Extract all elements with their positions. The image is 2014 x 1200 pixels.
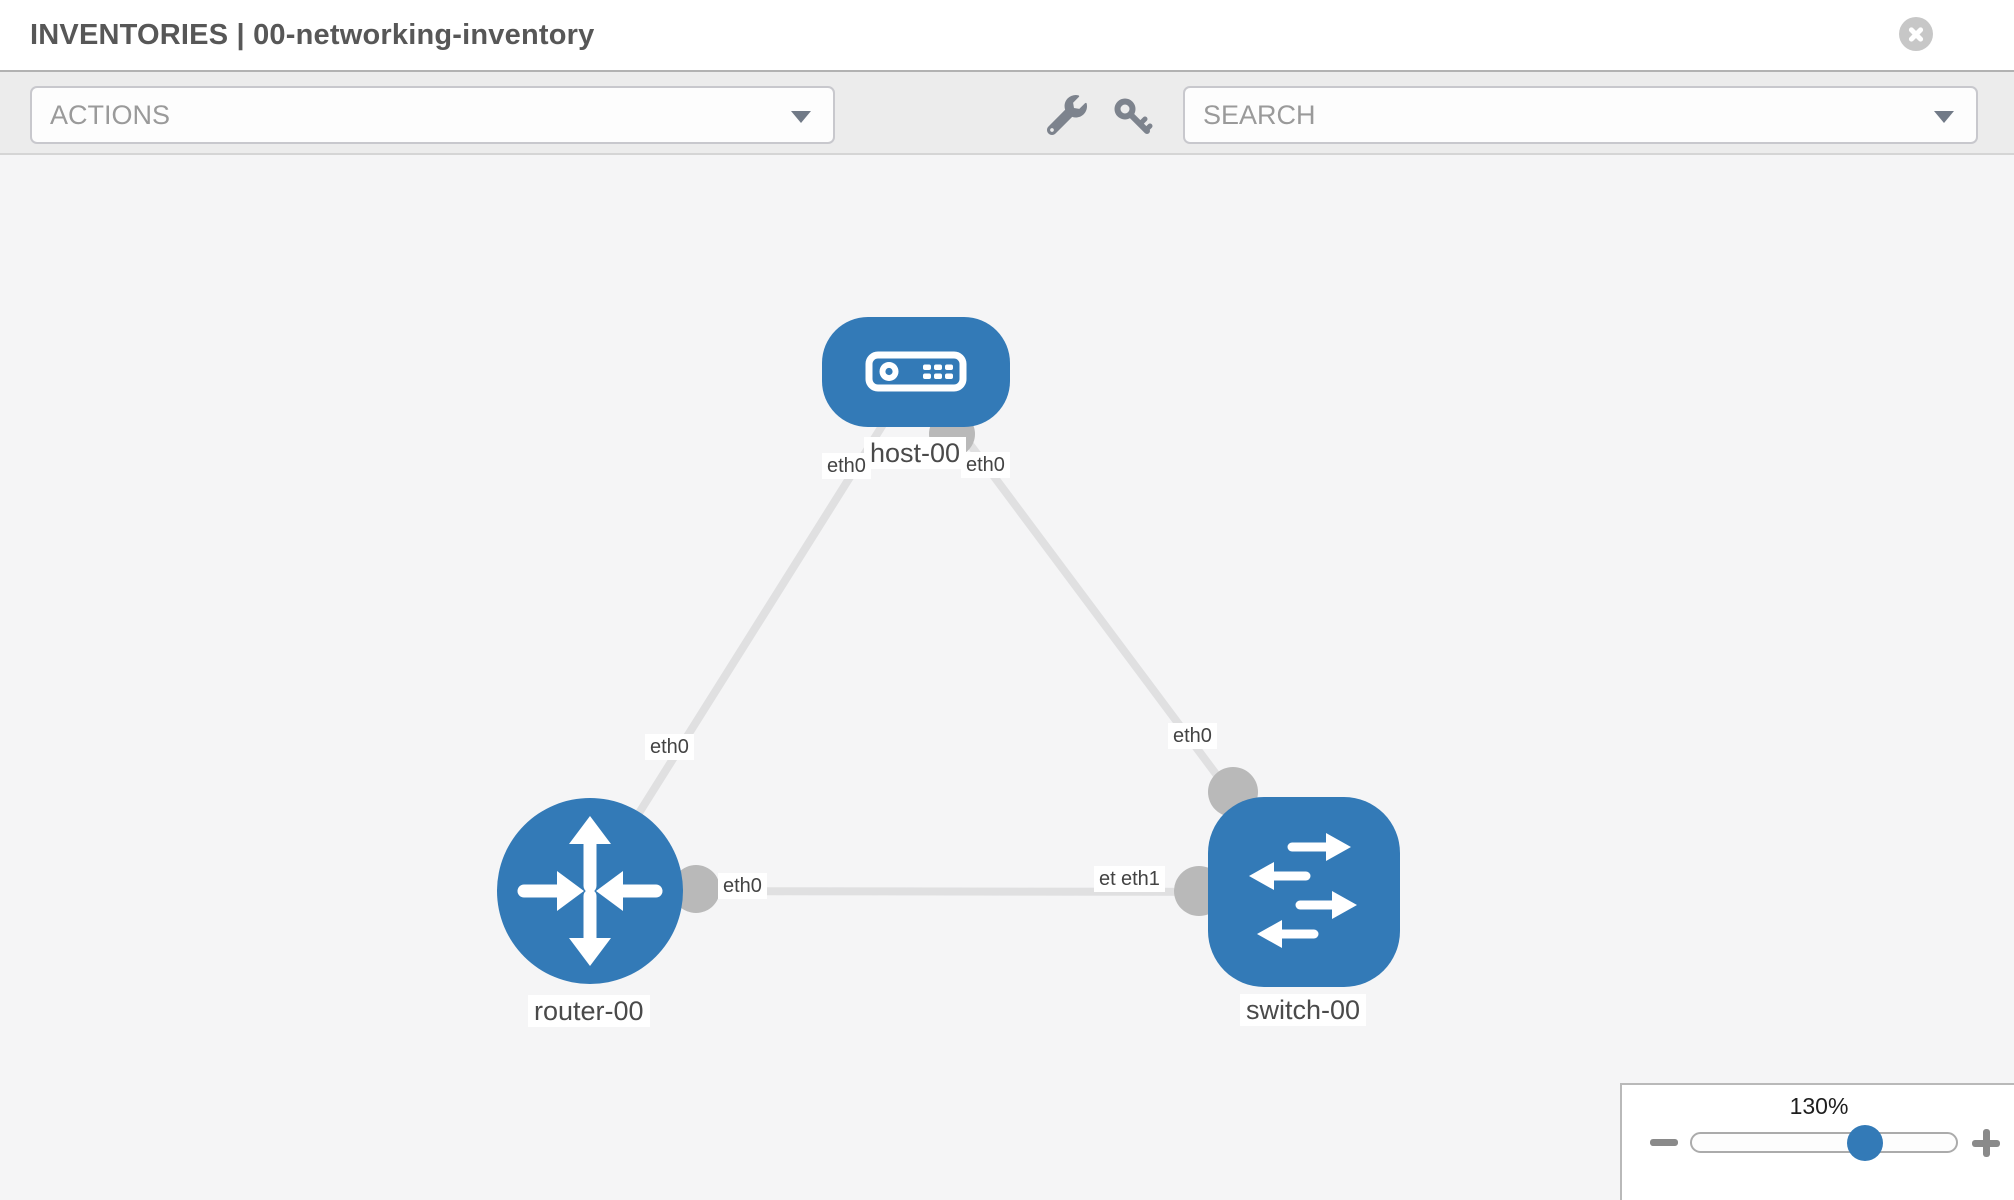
port-label-router-eth0-top: eth0 [645, 734, 694, 760]
host-icon [865, 351, 967, 392]
zoom-level-value: 130% [1789, 1093, 1849, 1119]
actions-dropdown-label: ACTIONS [50, 100, 171, 130]
search-dropdown-label: SEARCH [1203, 100, 1316, 130]
wrench-icon [1046, 95, 1087, 136]
zoom-slider[interactable] [1690, 1125, 1958, 1161]
actions-dropdown[interactable]: ACTIONS [30, 86, 835, 144]
port-label-switch-eth1-left: eth1 [1116, 866, 1165, 892]
port-circle-router-right [672, 865, 720, 913]
zoom-in-button[interactable] [1972, 1129, 2000, 1157]
header-bar: INVENTORIES | 00-networking-inventory [0, 0, 2014, 70]
topology-canvas[interactable]: host-00 router-00 switch-00 eth0 eth0 et… [0, 155, 2014, 1200]
zoom-control-panel: 130% [1620, 1083, 2014, 1200]
search-dropdown[interactable]: SEARCH [1183, 86, 1978, 144]
zoom-slider-thumb[interactable] [1847, 1125, 1883, 1161]
port-label-host-eth0-left: eth0 [822, 453, 871, 479]
key-icon [1114, 98, 1153, 134]
node-host-00[interactable] [822, 317, 1010, 427]
port-label-host-eth0-right: eth0 [961, 452, 1010, 478]
tools-button[interactable] [1046, 95, 1087, 136]
port-label-router-eth0-right: eth0 [718, 873, 767, 899]
zoom-out-button[interactable] [1650, 1139, 1678, 1146]
node-label-router-00: router-00 [528, 995, 650, 1027]
node-router-00[interactable] [497, 798, 683, 984]
close-button[interactable] [1899, 17, 1933, 51]
chevron-down-icon [791, 111, 811, 123]
chevron-down-icon [1934, 111, 1954, 123]
node-label-switch-00: switch-00 [1240, 994, 1367, 1026]
toolbar: ACTIONS SEARCH [0, 70, 2014, 155]
router-icon [517, 816, 663, 966]
page-title: INVENTORIES | 00-networking-inventory [30, 19, 595, 51]
links-layer [586, 368, 1308, 916]
port-label-switch-eth0-top: eth0 [1168, 723, 1217, 749]
credentials-button[interactable] [1111, 95, 1155, 139]
switch-icon [1249, 833, 1357, 948]
plus-icon [1982, 1129, 1990, 1157]
node-label-host-00: host-00 [864, 437, 967, 469]
node-switch-00[interactable] [1208, 797, 1400, 987]
